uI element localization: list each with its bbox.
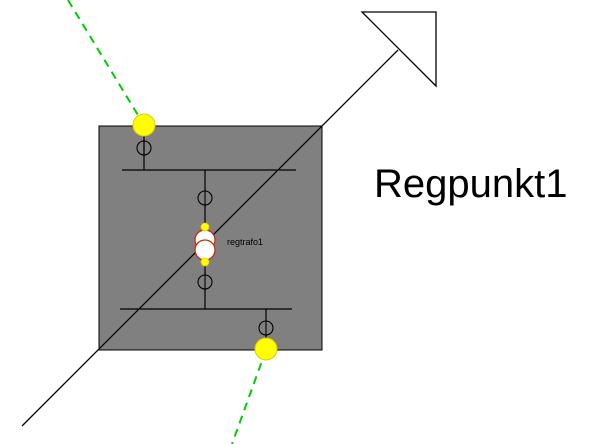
dashed-link-bottom xyxy=(231,349,267,444)
connection-node-icon[interactable] xyxy=(132,113,156,137)
dashed-link-top xyxy=(67,0,145,126)
breaker-icon[interactable] xyxy=(136,140,152,156)
breaker-icon[interactable] xyxy=(197,190,213,206)
transformer-icon[interactable] xyxy=(194,222,216,267)
transformer-label: regtrafo1 xyxy=(227,237,264,247)
connection-node-icon[interactable] xyxy=(254,337,278,361)
breaker-icon[interactable] xyxy=(258,320,274,336)
arrow-head-icon xyxy=(360,11,437,88)
regulation-point-label: Regpunkt1 xyxy=(374,162,568,206)
breaker-icon[interactable] xyxy=(197,274,213,290)
